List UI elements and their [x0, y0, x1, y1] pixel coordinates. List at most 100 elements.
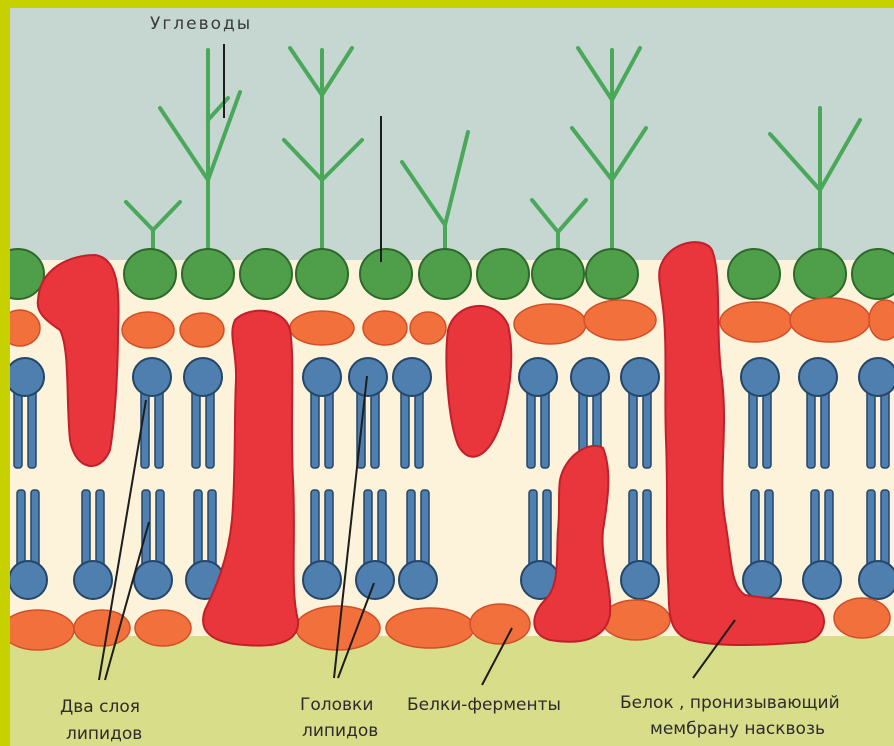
lipid-head	[303, 358, 341, 396]
peripheral-protein	[290, 311, 354, 345]
lipid-tail	[206, 390, 214, 468]
lipid-tail	[364, 490, 372, 572]
label-enzymes: Белки-ферменты	[407, 695, 561, 715]
lipid-head	[393, 358, 431, 396]
peripheral-protein	[135, 610, 191, 646]
peripheral-protein	[869, 300, 894, 340]
glycolipid-head	[586, 249, 638, 299]
lipid-head	[184, 358, 222, 396]
lipid-tail	[192, 390, 200, 468]
lipid-head	[803, 561, 841, 599]
label-through-protein-line2: мембрану насквозь	[650, 719, 825, 739]
lipid-tail	[763, 390, 771, 468]
label-two-layers-line1: Два слоя	[60, 697, 140, 717]
lipid-tail	[421, 490, 429, 572]
lipid-tail	[527, 390, 535, 468]
peripheral-protein	[790, 298, 870, 342]
lipid-tail	[311, 390, 319, 468]
lipid-head	[9, 561, 47, 599]
glycolipid-head	[532, 249, 584, 299]
lipid-tail	[881, 390, 889, 468]
lipid-tail	[541, 390, 549, 468]
lipid-tail	[31, 490, 39, 572]
lipid-tail	[543, 490, 551, 572]
lipid-tail	[881, 490, 889, 572]
glycolipid-head	[240, 249, 292, 299]
lipid-tail	[208, 490, 216, 572]
lipid-tail	[415, 390, 423, 468]
slide-top-bar	[0, 0, 894, 8]
lipid-tail	[821, 390, 829, 468]
label-carbohydrates: Углеводы	[150, 14, 252, 34]
lipid-tail	[867, 490, 875, 572]
lipid-tail	[811, 490, 819, 572]
label-through-protein-line1: Белок , пронизывающий	[620, 693, 840, 713]
label-heads-line1: Головки	[300, 695, 373, 715]
lipid-tail	[807, 390, 815, 468]
slide-left-bar	[0, 0, 10, 746]
lipid-tail	[378, 490, 386, 572]
lipid-head	[621, 358, 659, 396]
lipid-tail	[96, 490, 104, 572]
peripheral-protein	[470, 604, 530, 644]
peripheral-protein	[410, 312, 446, 344]
lipid-head	[859, 561, 894, 599]
lipid-tail	[194, 490, 202, 572]
lipid-tail	[825, 490, 833, 572]
lipid-tail	[765, 490, 773, 572]
lipid-head	[74, 561, 112, 599]
peripheral-protein	[514, 304, 586, 344]
lipid-tail	[371, 390, 379, 468]
lipid-head	[399, 561, 437, 599]
glycolipid-heads	[0, 249, 894, 299]
peripheral-protein	[122, 312, 174, 348]
peripheral-protein	[584, 300, 656, 340]
lipid-head	[349, 358, 387, 396]
glycolipid-head	[124, 249, 176, 299]
lipid-tail	[529, 490, 537, 572]
label-heads-line2: липидов	[302, 721, 378, 741]
lipid-tail	[155, 390, 163, 468]
lipid-head	[134, 561, 172, 599]
lipid-tail	[407, 490, 415, 572]
lipid-tail	[629, 390, 637, 468]
lipid-head	[519, 358, 557, 396]
lipid-tail	[629, 490, 637, 572]
lipid-head	[743, 561, 781, 599]
glycolipid-head	[477, 249, 529, 299]
glycolipid-head	[728, 249, 780, 299]
peripheral-protein	[2, 610, 74, 650]
glycolipid-head	[419, 249, 471, 299]
peripheral-protein	[74, 610, 130, 646]
lipid-tail	[401, 390, 409, 468]
lipid-tail	[325, 390, 333, 468]
lipid-tail	[867, 390, 875, 468]
lipid-head	[859, 358, 894, 396]
peripheral-protein	[386, 608, 474, 648]
lipid-tail	[643, 490, 651, 572]
label-two-layers-line2: липидов	[66, 724, 142, 744]
lipid-tail	[17, 490, 25, 572]
peripheral-protein	[602, 600, 670, 640]
glycolipid-head	[360, 249, 412, 299]
lipid-head	[303, 561, 341, 599]
glycolipid-head	[182, 249, 234, 299]
lipid-tail	[751, 490, 759, 572]
peripheral-protein	[180, 313, 224, 347]
glycolipid-head	[296, 249, 348, 299]
lipid-head	[571, 358, 609, 396]
lipid-tail	[643, 390, 651, 468]
peripheral-protein	[834, 598, 890, 638]
lipid-tail	[325, 490, 333, 572]
lipid-tail	[82, 490, 90, 572]
lipid-tail	[14, 390, 22, 468]
peripheral-protein	[720, 302, 792, 342]
peripheral-protein	[363, 311, 407, 345]
lipid-head	[6, 358, 44, 396]
glycolipid-head	[794, 249, 846, 299]
lipid-head	[741, 358, 779, 396]
lipid-tail	[749, 390, 757, 468]
lipid-head	[799, 358, 837, 396]
